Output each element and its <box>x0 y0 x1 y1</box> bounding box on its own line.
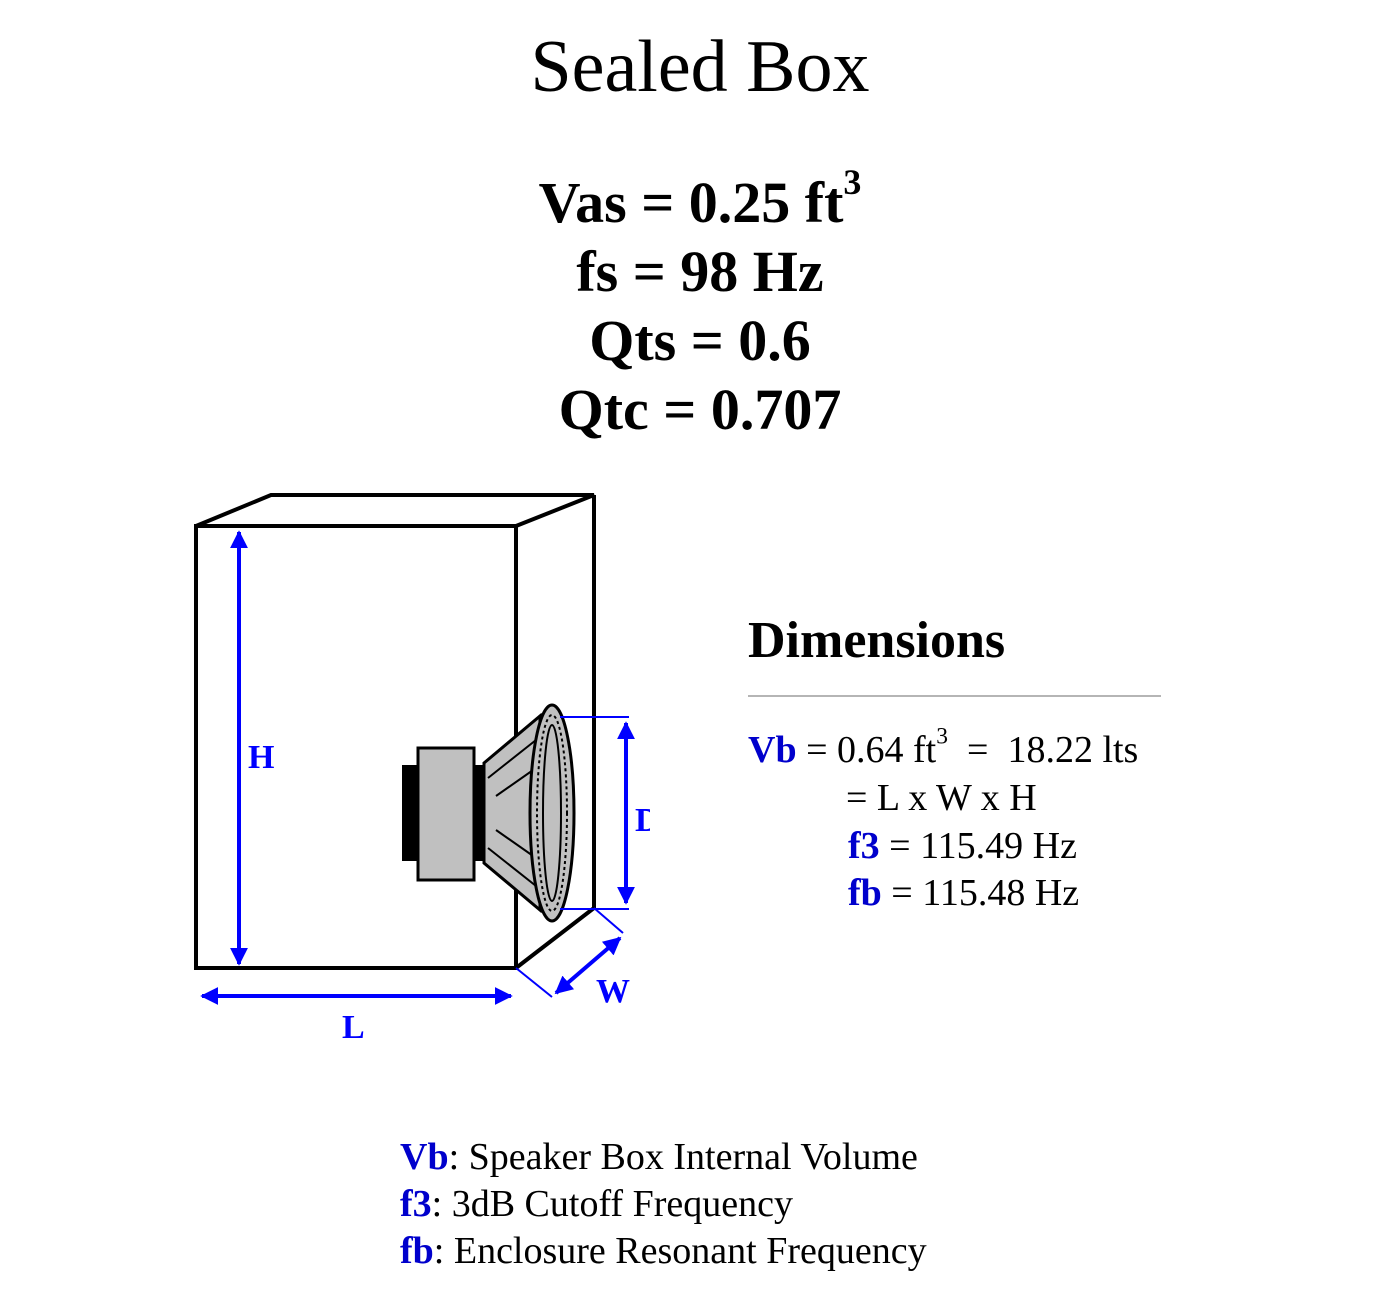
legend-symbol: fb <box>400 1230 434 1272</box>
legend-item-fb: fb: Enclosure Resonant Frequency <box>400 1228 927 1275</box>
vas-line: Vas = 0.25 ft3 <box>0 164 1400 237</box>
f3-value: = 115.49 Hz <box>879 825 1077 867</box>
speaker-basket <box>482 712 542 914</box>
vb-symbol: Vb <box>748 729 797 771</box>
legend-symbol: Vb <box>400 1136 449 1178</box>
f3-result: f3 = 115.49 Hz <box>848 822 1077 870</box>
width-guide-right <box>593 907 624 934</box>
speaker-magnet-back <box>402 765 418 861</box>
speaker-magnet <box>416 746 476 882</box>
fb-symbol: fb <box>848 872 882 914</box>
legend-text: : Speaker Box Internal Volume <box>448 1136 918 1178</box>
vb-exponent: 3 <box>936 723 949 750</box>
fb-result: fb = 115.48 Hz <box>848 869 1079 917</box>
label-h: H <box>248 739 274 776</box>
qts-line: Qts = 0.6 <box>589 308 811 373</box>
label-w: W <box>596 973 630 1010</box>
vas-exponent: 3 <box>843 161 862 202</box>
vas-text: Vas = 0.25 ft <box>538 170 844 235</box>
vb-result: Vb = 0.64 ft3 = 18.22 lts <box>748 723 1139 774</box>
box-top-face <box>195 493 595 528</box>
label-l: L <box>342 1009 365 1046</box>
vb-liters: = 18.22 lts <box>948 729 1139 771</box>
legend-text: : Enclosure Resonant Frequency <box>433 1230 927 1272</box>
qtc-line: Qtc = 0.707 <box>558 377 842 442</box>
lwh-formula: = L x W x H <box>846 777 1037 819</box>
legend-item-f3: f3: 3dB Cutoff Frequency <box>400 1181 927 1228</box>
speaker-cone-inner <box>542 724 562 902</box>
driver-parameters: Vas = 0.25 ft3 fs = 98 Hz Qts = 0.6 Qtc … <box>0 164 1400 444</box>
fb-value: = 115.48 Hz <box>881 872 1080 914</box>
fs-line: fs = 98 Hz <box>576 239 824 304</box>
vb-value: = 0.64 ft <box>796 729 937 771</box>
width-guide-left <box>515 967 553 998</box>
legend-text: : 3dB Cutoff Frequency <box>431 1183 793 1225</box>
legend: Vb: Speaker Box Internal Volume f3: 3dB … <box>400 1134 927 1275</box>
speaker-cone <box>536 714 568 912</box>
sealed-box-diagram: H L W D <box>194 493 650 1046</box>
label-d: D <box>635 802 650 839</box>
legend-item-vb: Vb: Speaker Box Internal Volume <box>400 1134 927 1181</box>
page-title: Sealed Box <box>530 26 870 108</box>
dimensions-heading: Dimensions <box>748 612 1006 669</box>
legend-symbol: f3 <box>400 1183 432 1225</box>
speaker-driver <box>402 703 576 923</box>
dimension-arrows <box>200 530 635 1005</box>
dimensions-divider <box>748 695 1161 697</box>
f3-symbol: f3 <box>848 825 880 867</box>
width-arrow <box>554 936 622 995</box>
